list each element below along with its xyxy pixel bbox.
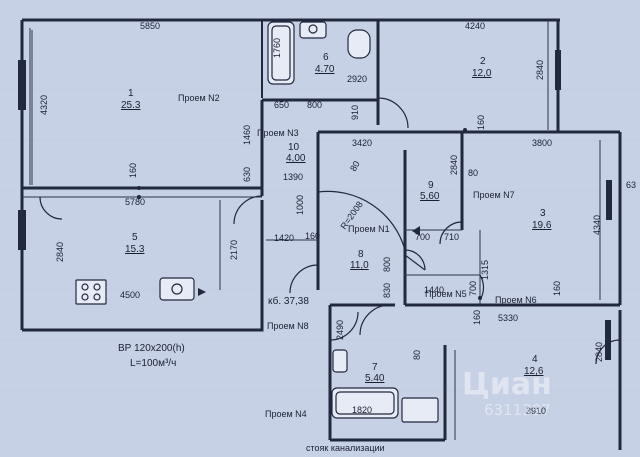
dim-4240: 4240 [465,21,485,31]
dim-80c: 80 [412,350,422,360]
dim-1315: 1315 [480,260,490,280]
dim-2170: 2170 [229,240,239,260]
walls [20,18,622,450]
dim-630: 630 [242,167,252,182]
dim-5780: 5780 [125,197,145,207]
room-9-number: 9 [428,180,434,191]
door-swings [39,97,621,365]
dim-2840: 2840 [535,60,545,80]
dim-2490: 2490 [335,320,345,340]
sink-top [299,21,327,39]
riser-note: стояк канализации [306,443,385,453]
markers [137,128,482,300]
room-2-number: 2 [480,56,486,67]
dim-650: 650 [274,100,289,110]
windows [18,50,612,360]
dim-3910: 3910 [526,406,546,416]
room-7-area: 5.40 [365,373,385,384]
opening-n4: Проем N4 [265,409,307,419]
sink-bottom [332,349,348,373]
dim-2840b: 2840 [449,155,459,175]
dim-160b: 160 [476,115,486,130]
thin-lines [22,20,601,440]
dim-80b: 80 [348,159,362,173]
dim-1440: 1440 [424,285,444,295]
room-3-number: 3 [540,208,546,219]
room-5-area: 15.3 [125,244,145,255]
room-8-number: 8 [358,249,364,260]
dim-80a: 80 [468,168,478,178]
dim-1460: 1460 [242,125,252,145]
dim-2840d: 2840 [594,342,604,362]
room-10-area: 4,00 [286,153,306,164]
dim-710: 710 [444,232,459,242]
dim-63: 63 [626,180,636,190]
total-area-note: кб. 37,38 [268,295,309,307]
dim-700b: 700 [468,281,478,296]
opening-n7: Проем N7 [473,190,515,200]
room-7-number: 7 [372,362,378,373]
room-labels: 1 25.3 2 12,0 3 19.6 4 12,6 5 15.3 6 4.7… [121,52,552,384]
dim-800: 800 [307,100,322,110]
fixtures [75,21,439,423]
watermark-code: 6311397 [484,401,551,419]
room-6-number: 6 [323,52,329,63]
dim-1820: 1820 [352,405,372,415]
room-4-number: 4 [532,354,538,365]
opening-n6: Проем N6 [495,295,537,305]
dim-4340: 4340 [592,215,602,235]
stove [75,279,107,305]
dim-3800: 3800 [532,138,552,148]
dim-1760: 1760 [272,38,282,58]
opening-n1: Проем N1 [348,224,390,234]
dim-1420: 1420 [274,233,294,243]
opening-labels: Проем N1 Проем N2 Проем N3 Проем N4 Прое… [178,93,537,419]
opening-n2: Проем N2 [178,93,220,103]
ventilation-note: ВР 120x200(h) [118,343,185,354]
room-9-area: 5,60 [420,191,440,202]
dim-700a: 700 [415,232,430,242]
dim-4320: 4320 [39,95,49,115]
watermark: Циан 6311397 [462,367,552,419]
room-4-area: 12,6 [524,366,544,377]
opening-n5: Проем N5 [425,289,467,299]
opening-n3: Проем N3 [257,128,299,138]
dim-1390: 1390 [283,172,303,182]
room-6-area: 4.70 [315,64,335,75]
toilet-top [347,29,371,59]
dim-160e: 160 [472,310,482,325]
opening-n8: Проем N8 [267,321,309,331]
dim-160: 160 [128,163,138,178]
bathtub-top [267,21,295,85]
dim-830: 830 [382,283,392,298]
watermark-logo: Циан [462,367,552,402]
notes: кб. 37,38 ВР 120x200(h) L=100м³/ч стояк … [118,295,385,453]
bathtub-bottom [331,387,399,419]
dim-160c: 160 [305,231,320,241]
dim-2840c: 2840 [55,242,65,262]
paper-grid [0,39,640,441]
washer-bottom [401,397,439,423]
dim-160d: 160 [552,281,562,296]
dim-5330: 5330 [498,313,518,323]
room-8-area: 11,0 [350,260,369,271]
dim-5850: 5850 [140,21,160,31]
room-1-number: 1 [128,88,134,99]
dim-4500: 4500 [120,290,140,300]
kitchen-sink [159,277,195,301]
dim-2920: 2920 [347,74,367,84]
room-10-number: 10 [288,142,300,153]
dim-910: 910 [350,105,360,120]
dim-800b: 800 [382,257,392,272]
room-2-area: 12,0 [472,68,492,79]
dim-1000: 1000 [295,195,305,215]
airflow-note: L=100м³/ч [130,358,176,369]
dim-3420: 3420 [352,138,372,148]
room-5-number: 5 [132,232,138,243]
room-3-area: 19.6 [532,220,552,231]
room-1-area: 25.3 [121,100,141,111]
